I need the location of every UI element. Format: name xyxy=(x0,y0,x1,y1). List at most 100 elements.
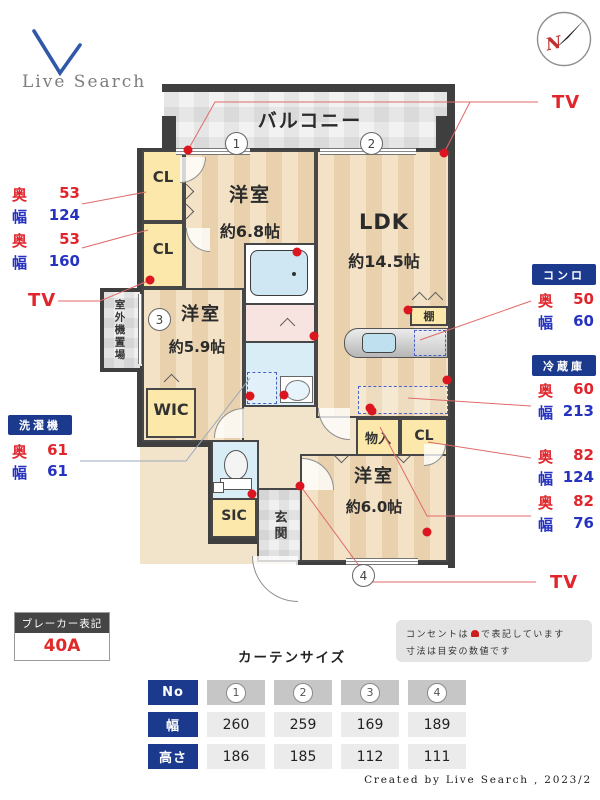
dim-depth-label: 奥 xyxy=(538,292,554,310)
stove-badge: コンロ xyxy=(532,264,596,285)
curtain-table-title: カーテンサイズ xyxy=(238,650,347,666)
fridge-badge: 冷蔵庫 xyxy=(532,355,596,376)
dim-depth-value: 61 xyxy=(47,441,68,459)
curtain-window-cell: 2 xyxy=(274,680,332,705)
compass-needle xyxy=(555,19,585,49)
shoe-closet xyxy=(211,498,257,538)
curtain-row-header-height: 高さ xyxy=(148,744,198,769)
dim-depth-value: 82 xyxy=(573,446,594,464)
dim-width-label: 幅 xyxy=(538,314,554,332)
entrance-label: 玄関 xyxy=(271,510,287,542)
dim-depth-row: 奥 60 xyxy=(538,380,594,401)
dim-width-label: 幅 xyxy=(538,404,554,422)
dim-width-row: 幅 76 xyxy=(538,514,594,535)
dim-depth-value: 53 xyxy=(59,230,80,248)
tv-label-bottom: TV xyxy=(550,572,579,593)
wall-segment xyxy=(162,84,455,92)
compass-icon xyxy=(536,11,592,67)
legend-note-line1: コンセントはで表記しています xyxy=(406,627,582,644)
legend-note-line1-prefix: コンセントは xyxy=(406,630,470,640)
kitchen-counter xyxy=(344,328,448,358)
dim-width-value: 60 xyxy=(573,312,594,330)
wall-segment xyxy=(137,148,144,294)
wall-segment xyxy=(162,116,176,152)
curtain-height-cell: 186 xyxy=(207,744,265,769)
dim-width-row: 幅 61 xyxy=(12,462,68,483)
dim-width-row: 幅 124 xyxy=(12,206,80,227)
dim-depth-label: 奥 xyxy=(538,382,554,400)
dim-depth-row: 奥 82 xyxy=(538,446,594,467)
dim-depth-label: 奥 xyxy=(538,494,554,512)
wall-segment xyxy=(208,537,260,544)
dim-depth-value: 53 xyxy=(59,184,80,202)
shoe-closet-label: SIC xyxy=(221,508,247,524)
dim-width-row: 幅 213 xyxy=(538,402,594,423)
ldk-name: LDK xyxy=(358,210,410,234)
bedroom-2-size: 約5.9帖 xyxy=(168,338,226,356)
tv-label-left: TV xyxy=(28,290,57,311)
dim-width-label: 幅 xyxy=(12,464,28,482)
curtain-table: No 1 2 3 4 幅 260 259 169 189 高さ 186 185 … xyxy=(148,680,466,769)
curtain-width-cell: 259 xyxy=(274,712,332,737)
compass: N xyxy=(535,10,593,68)
curtain-window-cell: 4 xyxy=(408,680,466,705)
dim-depth-row: 奥 82 xyxy=(538,492,594,513)
curtain-window-cell: 1 xyxy=(207,680,265,705)
dim-depth-value: 60 xyxy=(573,380,594,398)
bathtub xyxy=(250,250,308,296)
dim-width-row: 幅 124 xyxy=(538,468,594,489)
dim-depth-row: 奥 53 xyxy=(12,230,80,251)
closet-cl1-label: CL xyxy=(152,168,174,186)
legend-note: コンセントはで表記しています 寸法は目安の数値です xyxy=(396,620,592,662)
dim-width-row: 幅 60 xyxy=(538,312,594,333)
dim-width-value: 124 xyxy=(562,468,594,486)
toilet-paper-holder xyxy=(213,482,224,493)
dim-depth-row: 奥 50 xyxy=(538,290,594,311)
curtain-width-cell: 189 xyxy=(408,712,466,737)
dim-width-label: 幅 xyxy=(538,470,554,488)
breaker-box: ブレーカー表記 40A xyxy=(14,612,110,661)
curtain-height-cell: 112 xyxy=(341,744,399,769)
entrance xyxy=(257,488,303,562)
dim-width-value: 160 xyxy=(48,252,80,270)
dim-width-row: 幅 160 xyxy=(12,252,80,273)
outdoor-unit-label: 室外機置場 xyxy=(113,298,126,362)
breaker-title: ブレーカー表記 xyxy=(15,613,109,633)
dim-depth-label: 奥 xyxy=(12,443,28,461)
window-number-badge: 4 xyxy=(427,682,447,703)
ldk-size: 約14.5帖 xyxy=(348,252,420,271)
curtain-height-cell: 185 xyxy=(274,744,332,769)
dim-depth-label: 奥 xyxy=(538,448,554,466)
closet-cl2-label: CL xyxy=(152,240,174,258)
washer-badge: 洗濯機 xyxy=(8,415,72,435)
dim-width-value: 76 xyxy=(573,514,594,532)
bathtub-drain xyxy=(292,272,296,276)
window-number-3: 3 xyxy=(148,308,171,331)
bedroom-1-name: 洋室 xyxy=(228,184,271,206)
curtain-height-cell: 111 xyxy=(408,744,466,769)
dim-depth-value: 82 xyxy=(573,492,594,510)
curtain-row-header-width: 幅 xyxy=(148,712,198,737)
dim-width-label: 幅 xyxy=(538,516,554,534)
window-number-badge: 1 xyxy=(226,682,246,703)
dim-width-value: 61 xyxy=(47,462,68,480)
breaker-value: 40A xyxy=(43,636,81,656)
curtain-width-cell: 169 xyxy=(341,712,399,737)
dim-width-value: 124 xyxy=(48,206,80,224)
dim-depth-label: 奥 xyxy=(12,232,28,250)
dim-width-value: 213 xyxy=(562,402,594,420)
logo-text: Live Search xyxy=(22,72,147,92)
dim-width-label: 幅 xyxy=(12,208,28,226)
closet-cl1 xyxy=(142,150,184,222)
curtain-width-cell: 260 xyxy=(207,712,265,737)
credit-text: Created by Live Search , 2023/2 xyxy=(364,774,592,786)
logo-checkmark-icon xyxy=(32,29,82,77)
kitchen-sink xyxy=(362,333,396,353)
dim-depth-row: 奥 61 xyxy=(12,441,68,462)
dim-depth-label: 奥 xyxy=(12,186,28,204)
wall-segment xyxy=(448,148,455,568)
